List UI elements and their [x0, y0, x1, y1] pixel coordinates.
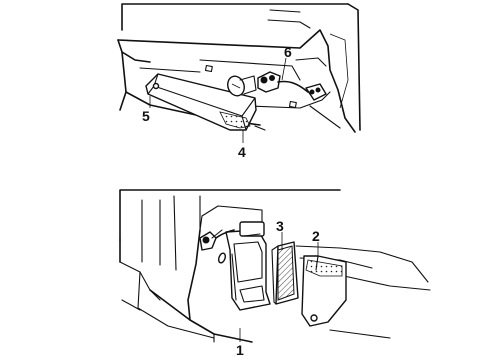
top-frame-right [347, 3, 361, 131]
callout-6: 6 [284, 44, 292, 60]
side-marker-lamp [145, 73, 257, 131]
callout-4: 4 [238, 144, 246, 160]
callout-2: 2 [312, 228, 320, 244]
body-outline [119, 195, 431, 343]
bottom-frame [119, 189, 341, 241]
callout-5: 5 [142, 108, 150, 124]
top-illustration: 6 5 4 [117, 3, 361, 160]
bottom-illustration: 3 2 1 [119, 189, 431, 358]
socket-icon [257, 71, 327, 101]
side-marker-lamp [301, 255, 347, 327]
socket-icon [199, 229, 235, 264]
tail-lamp-assembly [225, 221, 271, 311]
callout-3: 3 [276, 218, 284, 234]
leader-6 [281, 57, 287, 81]
callout-1: 1 [236, 342, 244, 358]
top-frame [121, 3, 349, 31]
lens-gasket [271, 241, 299, 305]
bulb-icon [227, 75, 257, 97]
